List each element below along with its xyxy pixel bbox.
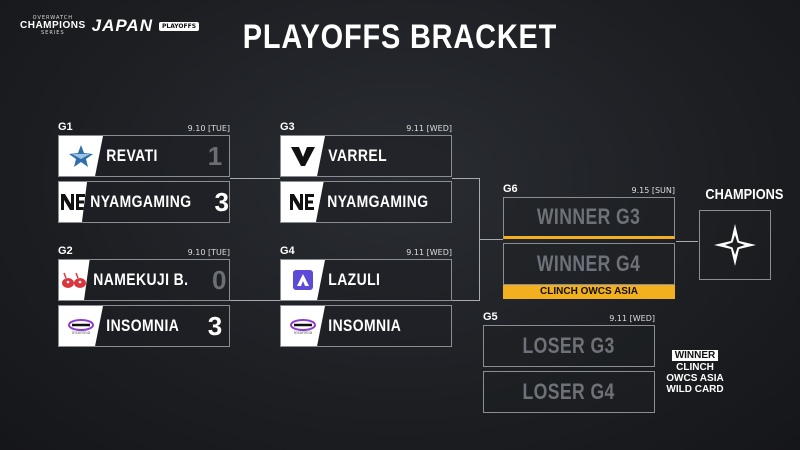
- insomnia-logo-icon: insomnia: [281, 306, 325, 346]
- match-date: 9.11 [WED]: [406, 248, 452, 257]
- team-name: INSOMNIA: [106, 316, 180, 335]
- lazuli-logo-icon: [281, 260, 325, 300]
- champions-star-icon: [714, 224, 756, 266]
- owcs-japan-logo: OVERWATCH CHAMPIONS SERIES JAPAN PLAYOFF…: [20, 16, 200, 36]
- wildcard-note: WINNER CLINCH OWCS ASIA WILD CARD: [660, 350, 730, 395]
- connector-g4-out: [452, 300, 480, 301]
- wildcard-line: OWCS ASIA: [666, 373, 724, 384]
- page-title: PLAYOFFS BRACKET: [242, 18, 558, 56]
- connector-to-g6: [479, 239, 503, 240]
- match-label: G6: [503, 183, 518, 195]
- match-date: 9.15 [SUN]: [631, 186, 675, 195]
- team-name: NYAMGAMING: [326, 192, 429, 211]
- wildcard-winner-badge: WINNER: [671, 350, 719, 361]
- team-row-lazuli[interactable]: LAZULI: [280, 259, 452, 301]
- match-g5: G5 9.11 [WED] LOSER G3 LOSER G4: [483, 309, 655, 417]
- connector-g2-g4: [230, 300, 280, 301]
- owcs-logo: OVERWATCH CHAMPIONS SERIES: [20, 16, 86, 36]
- team-row-insomnia[interactable]: insomnia INSOMNIA 3: [58, 305, 230, 347]
- champions-title: CHAMPIONS: [705, 186, 784, 203]
- slot-winner-g4[interactable]: WINNER G4: [503, 243, 675, 285]
- team-score: 3: [214, 186, 229, 217]
- team-row-insomnia[interactable]: insomnia INSOMNIA: [280, 305, 452, 347]
- wildcard-line: CLINCH: [676, 362, 714, 373]
- team-name: NAMEKUJI B.: [92, 270, 188, 289]
- slot-label: WINNER G3: [537, 204, 641, 229]
- slot-label: LOSER G3: [522, 333, 616, 358]
- team-row-nyamgaming[interactable]: NYAMGAMING: [280, 181, 452, 223]
- team-name: VARREL: [328, 146, 388, 165]
- slot-winner-g3[interactable]: WINNER G3: [503, 197, 675, 239]
- match-g2: G2 9.10 [TUE] NAMEKUJI B. 0 insomnia INS…: [58, 243, 230, 351]
- team-row-varrel[interactable]: VARREL: [280, 135, 452, 177]
- logo-playoffs-badge: PLAYOFFS: [159, 21, 200, 31]
- team-name: INSOMNIA: [328, 316, 402, 335]
- team-name: LAZULI: [328, 270, 381, 289]
- slot-label: WINNER G4: [537, 251, 641, 276]
- insomnia-logo-icon: insomnia: [59, 306, 103, 346]
- team-name: REVATI: [106, 146, 158, 165]
- team-row-nyamgaming[interactable]: NYAMGAMING 3: [58, 181, 230, 223]
- champions-box: [699, 210, 771, 280]
- slot-label: LOSER G4: [522, 379, 616, 404]
- slot-loser-g4[interactable]: LOSER G4: [483, 371, 655, 413]
- clinch-banner: CLINCH OWCS ASIA: [503, 285, 675, 299]
- team-score: 1: [207, 140, 223, 171]
- team-name: NYAMGAMING: [90, 192, 192, 211]
- revati-logo-icon: [59, 136, 103, 176]
- match-g3: G3 9.11 [WED] VARREL NYAMGAMING: [280, 119, 452, 227]
- team-score: 3: [207, 310, 223, 341]
- match-g4: G4 9.11 [WED] LAZULI insomnia INSOMNIA: [280, 243, 452, 351]
- match-label: G4: [280, 245, 295, 257]
- match-date: 9.11 [WED]: [609, 314, 655, 323]
- logo-series-text: SERIES: [41, 30, 65, 36]
- connector-g3-out: [452, 178, 480, 179]
- svg-text:insomnia: insomnia: [294, 330, 313, 335]
- match-label: G2: [58, 245, 73, 257]
- namekuji-logo-icon: [59, 260, 90, 300]
- match-label: G5: [483, 311, 498, 323]
- connector-g1-g3: [230, 178, 280, 179]
- match-date: 9.11 [WED]: [406, 124, 452, 133]
- match-label: G3: [280, 121, 295, 133]
- logo-overwatch-text: OVERWATCH: [32, 15, 74, 21]
- team-row-revati[interactable]: REVATI 1: [58, 135, 230, 177]
- match-date: 9.10 [TUE]: [187, 124, 230, 133]
- connector-to-champions: [676, 241, 698, 242]
- nyamgaming-logo-icon: [281, 182, 324, 222]
- logo-champions-text: CHAMPIONS: [20, 20, 86, 31]
- varrel-logo-icon: [281, 136, 325, 176]
- match-g1: G1 9.10 [TUE] REVATI 1 NYAMGAMING 3: [58, 119, 230, 227]
- match-label: G1: [58, 121, 73, 133]
- svg-text:insomnia: insomnia: [72, 330, 91, 335]
- wildcard-line: WILD CARD: [666, 384, 724, 395]
- match-g6: G6 9.15 [SUN] WINNER G3 WINNER G4 CLINCH…: [503, 181, 675, 299]
- slot-loser-g3[interactable]: LOSER G3: [483, 325, 655, 367]
- team-row-namekuji[interactable]: NAMEKUJI B. 0: [58, 259, 230, 301]
- match-date: 9.10 [TUE]: [187, 248, 230, 257]
- nyamgaming-logo-icon: [59, 182, 87, 222]
- logo-region-text: JAPAN: [91, 16, 153, 35]
- team-score: 0: [212, 264, 227, 295]
